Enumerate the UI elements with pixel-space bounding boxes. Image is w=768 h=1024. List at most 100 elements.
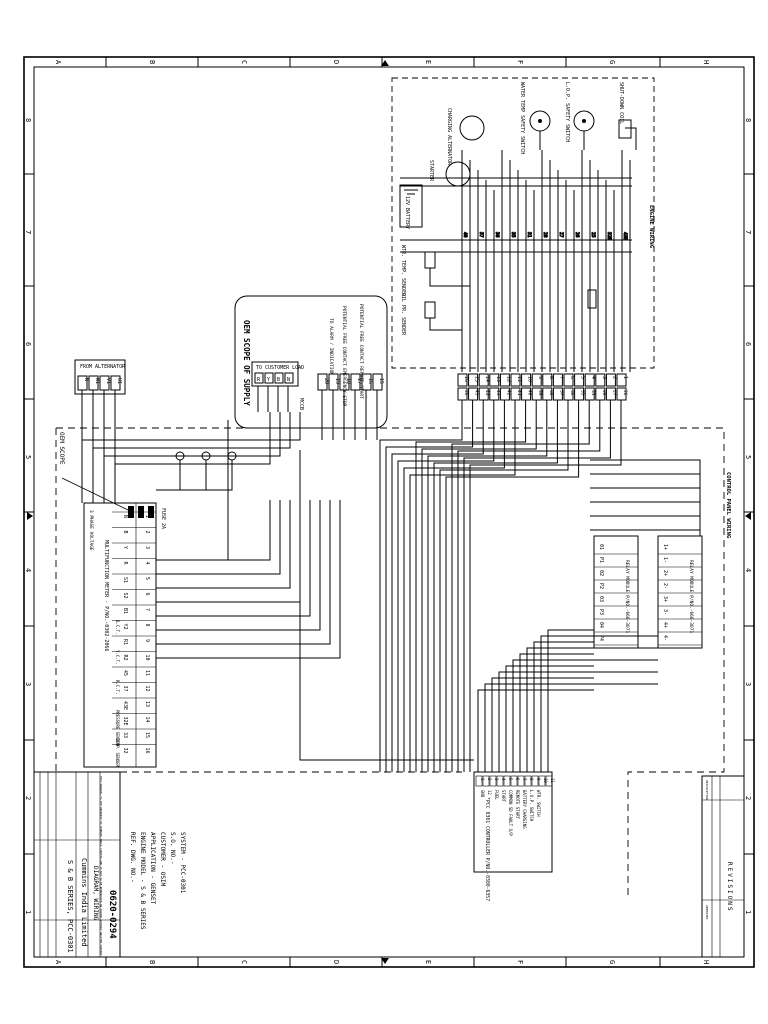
terminal-strip-cell	[542, 373, 553, 387]
meter-row-signal: 45	[122, 670, 128, 676]
panel-bundle-wire	[397, 400, 495, 772]
terminal-strip-number: 2	[611, 376, 617, 379]
meter-ct-label: B.C.T.	[115, 620, 120, 634]
control-panel-region	[55, 427, 725, 900]
svg-text:L.O.P. SAFETY SWITCH: L.O.P. SAFETY SWITCH	[564, 82, 570, 142]
control-panel-terminal-strip: 1626154514441343124211411040939838737636…	[457, 373, 628, 401]
alternator-terminal-label: W1	[94, 378, 100, 384]
controller-pin-number: 8	[529, 778, 534, 781]
svg-text:12V BATTERY: 12V BATTERY	[404, 196, 410, 229]
alternator-terminal-label: U1	[116, 378, 122, 384]
svg-text:ENGINE MODEL - S & B SERIES: ENGINE MODEL - S & B SERIES	[139, 832, 146, 930]
engine-wiring-label: ENGINE WIRING	[648, 205, 654, 249]
meter-signal-wire	[156, 500, 291, 589]
terminal-strip-cell	[584, 373, 595, 387]
panel-wires	[156, 400, 701, 772]
alarm-label: TO ALARM / INDICATION	[328, 318, 334, 375]
system-notes: SYSTEM - PCC-0301 S.O. NO.- CUSTOMER - O…	[129, 832, 186, 930]
svg-text:RELAY MODULE P/NO.-666-3071: RELAY MODULE P/NO.-666-3071	[624, 560, 630, 633]
zone-number: 7	[24, 230, 32, 234]
lop-switch: L.O.P. SAFETY SWITCH	[564, 82, 595, 142]
zone-number: 8	[24, 118, 32, 122]
terminal-strip-cell	[616, 373, 627, 387]
sender-lead	[429, 318, 462, 331]
title-company: Cummins India Limited	[80, 858, 88, 947]
controller-pin-box	[538, 775, 546, 787]
zone-letter: G	[608, 960, 616, 964]
svg-text:STARTER: STARTER	[428, 160, 434, 182]
title-block: S & B SERIES, PCC-0301 Cummins India Lim…	[33, 771, 121, 958]
center-mark	[381, 958, 389, 964]
oem-terminal-label: 15	[378, 378, 384, 384]
load-terminal	[284, 372, 294, 384]
meter-signal-wire	[156, 500, 341, 659]
shutdown-coil-lead	[625, 127, 637, 150]
meter-row-signal: 33	[122, 732, 128, 738]
zone-number: 6	[24, 342, 32, 346]
terminal-strip-cell	[499, 373, 510, 387]
relay-coil-label: 3+	[662, 596, 668, 602]
zone-number: 3	[744, 682, 752, 686]
svg-text:SHUT-DOWN COIL: SHUT-DOWN COIL	[618, 82, 624, 124]
svg-text:REF. DWG. NO.-: REF. DWG. NO.-	[129, 832, 136, 883]
engine-terminal-number: 32E	[606, 232, 612, 240]
meter-row-signal: 32E	[122, 717, 128, 726]
meter-row-signal: R1	[122, 639, 128, 645]
zone-letter: F	[516, 60, 524, 64]
zone-letter: G	[608, 60, 616, 64]
terminal-strip-wire-number: 41	[516, 390, 522, 396]
terminal-strip-cell	[595, 373, 606, 387]
controller-wire	[484, 683, 658, 772]
meter-signal-wire	[156, 500, 281, 575]
controller-wire	[519, 653, 594, 772]
remote-start-label: POTENTIAL FREE CONTACT REMOTE START	[358, 304, 364, 399]
alternator-phase-wire	[114, 390, 271, 465]
controller-pin-box	[510, 775, 518, 787]
terminal-strip-cell	[489, 373, 500, 387]
meter-row-number: 11	[144, 670, 150, 676]
relay-coil-label: 4-	[662, 635, 668, 641]
controller-wire	[505, 665, 594, 772]
fuse-engine	[587, 289, 597, 309]
relay-feed-wire	[590, 515, 701, 536]
meter-row-number: 12	[144, 686, 150, 692]
relay-pin-label: P4	[598, 635, 604, 641]
alternator-phase-wire	[81, 390, 301, 441]
terminal-strip-number: 10	[527, 376, 533, 382]
meter-row-number: 1	[144, 515, 150, 518]
relay-pin-label: 01	[598, 544, 604, 550]
terminal-strip-number: 5	[580, 376, 586, 379]
alternator-terminal-label: V1	[105, 378, 111, 384]
zone-number: 3	[24, 682, 32, 686]
title-number: 0620-0294	[107, 890, 117, 939]
terminal-strip-cell	[552, 373, 563, 387]
meter-ct-label: Y.C.T.	[115, 650, 120, 664]
meter-signal-wire	[156, 500, 321, 631]
terminal-strip-wire-number: 36	[569, 390, 575, 396]
relay-feed-wire	[590, 473, 701, 536]
terminal-strip-number: 9	[537, 376, 543, 379]
terminal-strip-cell	[531, 373, 542, 387]
terminal-strip-number: 11	[516, 376, 522, 382]
svg-text:PCC 0301 CONTROLLER P/NO.-0300: PCC 0301 CONTROLLER P/NO.-0300-6357	[484, 800, 490, 901]
engine-terminal-number: 43E	[622, 232, 628, 240]
sender-lead	[429, 268, 470, 287]
svg-text:3 PHASE VOLTAGE: 3 PHASE VOLTAGE	[88, 510, 94, 551]
svg-text:S.O. NO.-: S.O. NO.-	[169, 832, 176, 865]
oem-supply-title: OEM SCOPE OF SUPPLY	[242, 320, 251, 406]
oem-terminal-label: 18	[345, 378, 351, 384]
controller-wire	[533, 641, 594, 772]
controller-pin-number: 11	[550, 778, 555, 783]
engine-terminal-number: 25	[590, 232, 596, 238]
zone-number: 1	[24, 910, 32, 914]
load-terminal-label: B	[277, 377, 280, 383]
relay-feed-wire	[590, 459, 701, 536]
alternator-phase-wire	[103, 390, 281, 457]
meter-row-signal: R	[122, 562, 128, 566]
relay-pin-label: P1	[598, 557, 604, 563]
controller-pin-number: 10	[543, 778, 548, 783]
panel-bundle-wire	[457, 400, 601, 772]
